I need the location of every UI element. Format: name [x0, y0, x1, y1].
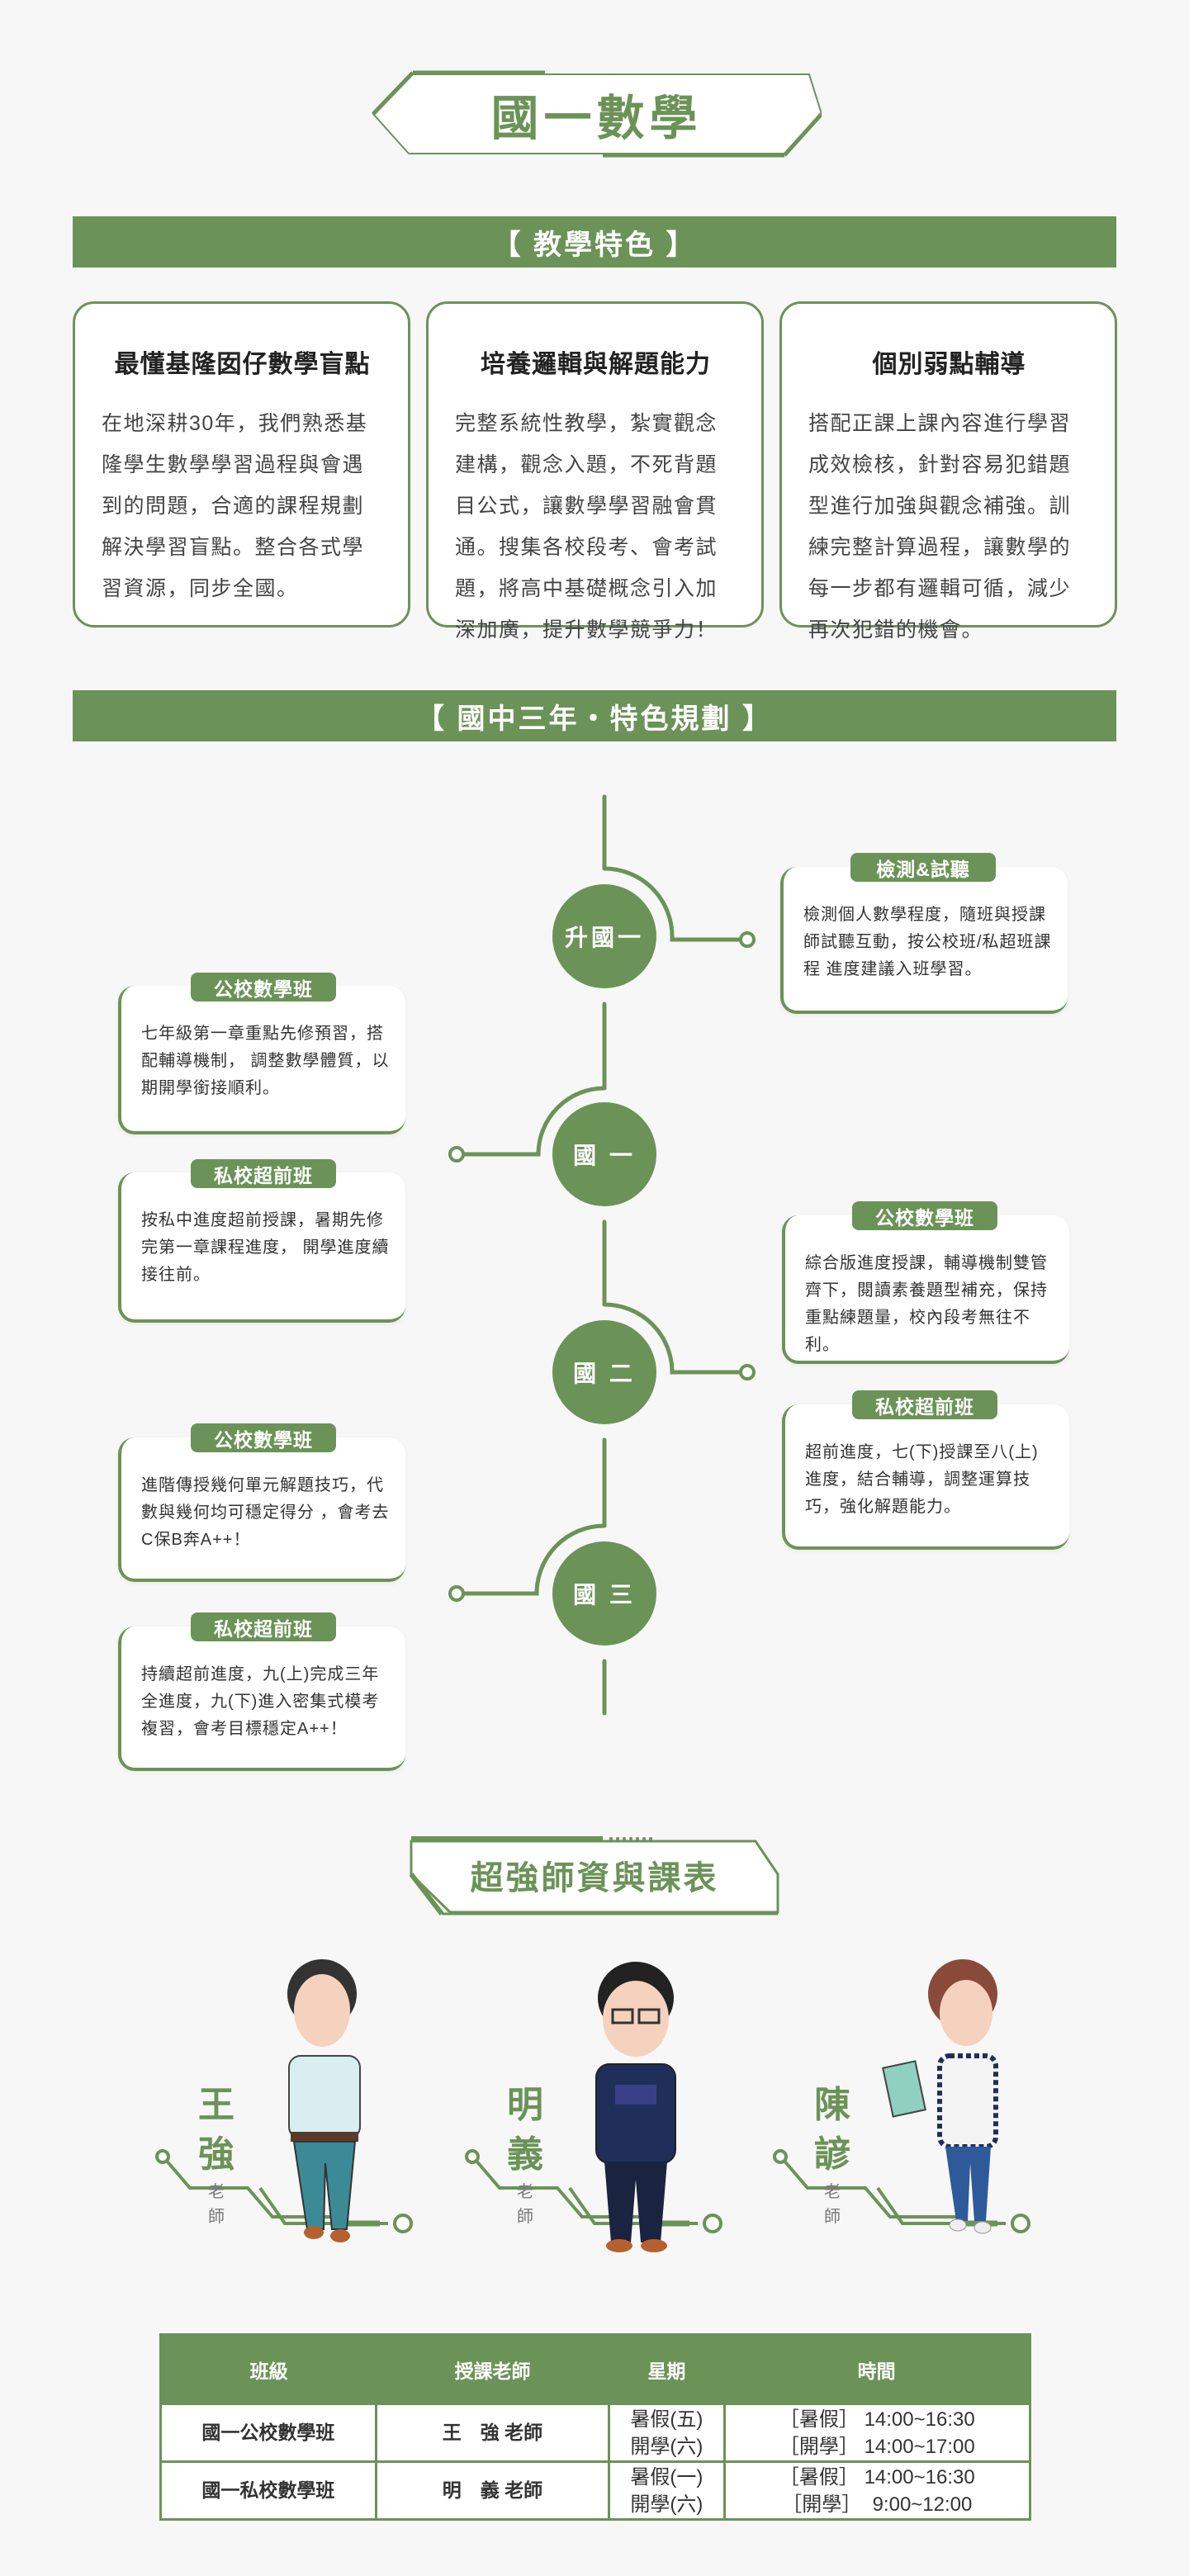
teacher-chen-figure	[882, 1959, 998, 2234]
teacher-ming-name: 明 義 老 師	[500, 2081, 550, 2229]
time-line: ［暑假］ 14:00~16:30	[779, 2408, 975, 2431]
plan-card: 超前進度，七(下)授課至八(上)進度，結合輔導，調整運算技巧，強化解題能力。	[782, 1404, 1069, 1550]
time-cell: ［暑假］ 14:00~16:30 ［開學］ 14:00~17:00	[722, 2403, 1032, 2463]
teacher-cell: 明 義 老師	[374, 2460, 611, 2521]
time-line: ［開學］ 14:00~17:00	[779, 2435, 975, 2458]
column-header: 班級	[160, 2334, 377, 2404]
schedule-table: 班級 授課老師 星期 時間 國一公校數學班 王 強 老師 暑假(五) 開學(六) …	[159, 2333, 1032, 2521]
plan-card-label: 私校超前班	[191, 1159, 336, 1188]
day-cell: 暑假(五) 開學(六)	[608, 2403, 726, 2463]
day-line: 暑假(五)	[630, 2408, 703, 2431]
connector-dot	[739, 931, 756, 948]
feature-card-title: 培養邏輯與解題能力	[481, 351, 711, 378]
plan-card-label: 公校數學班	[191, 1423, 336, 1452]
connector-dot	[739, 1364, 756, 1380]
feature-card: 培養邏輯與解題能力 完整系統性教學，紮實觀念建構，觀念入題，不死背題目公式，讓數…	[426, 301, 764, 642]
feature-card-body: 搭配正課上課內容進行學習成效檢核，針對容易犯錯題型進行加強與觀念補強。訓練完整計…	[808, 412, 1072, 642]
feature-card: 最懂基隆囡仔數學盲點 在地深耕30年，我們熟悉基隆學生數學學習過程與會遇到的問題…	[73, 301, 410, 627]
plan-card-body: 超前進度，七(下)授課至八(上)進度，結合輔導，調整運算技巧，強化解題能力。	[805, 1443, 1039, 1516]
plan-card-body: 按私中進度超前授課，暑期先修完第一章課程進度， 開學進度續接往前。	[141, 1211, 390, 1284]
page-title-frame: 國一數學	[372, 68, 822, 160]
plan-card-label: 檢測&試聽	[850, 853, 996, 882]
day-line: 暑假(一)	[630, 2465, 703, 2488]
class-cell: 國一私校數學班	[159, 2460, 377, 2521]
plan-card: 檢測個人數學程度，隨班與授課師試聽互動，按公校班/私超班課程 進度建議入班學習。	[780, 867, 1068, 1014]
plan-card-label: 公校數學班	[191, 973, 336, 1002]
feature-card: 個別弱點輔導 搭配正課上課內容進行學習成效檢核，針對容易犯錯題型進行加強與觀念補…	[779, 301, 1117, 642]
plan-card-body: 綜合版進度授課，輔導機制雙管齊下，閱讀素養題型補充，保持重點練題量，校內段考無往…	[805, 1254, 1048, 1354]
timeline-node-g9: 國 三	[552, 1541, 656, 1646]
day-line: 開學(六)	[630, 2493, 703, 2516]
teacher-title-char: 老	[208, 2183, 225, 2201]
teacher-wang-figure	[287, 1959, 361, 2242]
timeline-node-g7: 國 一	[552, 1102, 656, 1206]
plan-banner: 【 國中三年・特色規劃 】	[73, 690, 1116, 741]
circuit-decoration	[155, 2149, 1030, 2233]
plan-card: 進階傳授幾何單元解題技巧，代數與幾何均可穩定得分 ，會考去C保B奔A++！	[118, 1437, 405, 1582]
column-header: 星期	[609, 2334, 725, 2404]
heading-frame-decoration	[409, 1836, 779, 1915]
teacher-title-char: 師	[824, 2208, 841, 2226]
plan-card-label: 私校超前班	[191, 1612, 336, 1641]
teacher-cell: 王 強 老師	[374, 2403, 611, 2463]
plan-card-body: 檢測個人數學程度，隨班與授課師試聽互動，按公校班/私超班課程 進度建議入班學習。	[803, 906, 1052, 978]
teacher-title-char: 老	[824, 2183, 841, 2201]
teacher-title-char: 師	[208, 2208, 225, 2226]
column-header: 授課老師	[376, 2334, 609, 2404]
connector-dot	[448, 1585, 465, 1602]
teachers-heading-frame: 超強師資與課表	[409, 1835, 780, 1915]
page-title: 國一數學	[490, 92, 703, 145]
plan-card-label: 私校超前班	[852, 1390, 997, 1419]
teacher-name-char: 強	[198, 2134, 234, 2175]
feature-card-title: 最懂基隆囡仔數學盲點	[114, 351, 371, 378]
table-header-row: 班級 授課老師 星期 時間	[160, 2334, 1030, 2404]
timeline-node-pre-g7: 升國一	[552, 884, 656, 988]
day-cell: 暑假(一) 開學(六)	[608, 2460, 726, 2521]
timeline-lines	[448, 794, 756, 1716]
teacher-name-char: 陳	[814, 2085, 850, 2125]
plan-card: 按私中進度超前授課，暑期先修完第一章課程進度， 開學進度續接往前。	[118, 1172, 405, 1323]
teacher-name-char: 諺	[814, 2134, 850, 2175]
table-row: 國一私校數學班 明 義 老師 暑假(一) 開學(六) ［暑假］ 14:00~16:…	[159, 2460, 1032, 2521]
teacher-ming-figure	[595, 1962, 676, 2252]
feature-card-title: 個別弱點輔導	[872, 351, 1026, 378]
plan-card-body: 持續超前進度，九(上)完成三年全進度，九(下)進入密集式模考複習，會考目標穩定A…	[141, 1665, 380, 1738]
timeline-node-g8: 國 二	[552, 1320, 656, 1424]
time-line: ［暑假］ 14:00~16:30	[779, 2465, 975, 2488]
time-cell: ［暑假］ 14:00~16:30 ［開學］ 9:00~12:00	[722, 2460, 1032, 2521]
plan-card: 綜合版進度授課，輔導機制雙管齊下，閱讀素養題型補充，保持重點練題量，校內段考無往…	[782, 1215, 1069, 1364]
teacher-wang-name: 王 強 老 師	[192, 2081, 241, 2229]
feature-card-body: 在地深耕30年，我們熟悉基隆學生數學學習過程與會遇到的問題，合適的課程規劃解決學…	[102, 412, 368, 600]
class-cell: 國一公校數學班	[159, 2403, 377, 2463]
teacher-illustrations	[155, 1959, 1030, 2252]
plan-card-body: 進階傳授幾何單元解題技巧，代數與幾何均可穩定得分 ，會考去C保B奔A++！	[141, 1476, 390, 1549]
column-header: 時間	[724, 2334, 1030, 2404]
time-line: ［開學］ 9:00~12:00	[782, 2493, 973, 2516]
plan-card-label: 公校數學班	[852, 1201, 997, 1230]
plan-card: 七年級第一章重點先修預習，搭配輔導機制， 調整數學體質，以期開學銜接順利。	[118, 986, 405, 1134]
plan-card: 持續超前進度，九(上)完成三年全進度，九(下)進入密集式模考複習，會考目標穩定A…	[118, 1627, 405, 1771]
teacher-title-char: 師	[517, 2208, 533, 2226]
connector-dot	[448, 1146, 465, 1163]
feature-card-body: 完整系統性教學，紮實觀念建構，觀念入題，不死背題目公式，讓數學學習融會貫通。搜集…	[455, 412, 718, 642]
teachers-heading: 超強師資與課表	[470, 1860, 719, 1896]
teacher-chen-name: 陳 諺 老 師	[808, 2081, 857, 2229]
teacher-name-char: 王	[198, 2085, 234, 2125]
teacher-name-char: 義	[507, 2134, 543, 2175]
teacher-title-char: 老	[517, 2183, 533, 2201]
day-line: 開學(六)	[630, 2435, 703, 2458]
plan-card-body: 七年級第一章重點先修預習，搭配輔導機制， 調整數學體質，以期開學銜接順利。	[141, 1025, 390, 1097]
teacher-name-char: 明	[507, 2085, 543, 2125]
table-row: 國一公校數學班 王 強 老師 暑假(五) 開學(六) ［暑假］ 14:00~16:…	[159, 2403, 1032, 2463]
hexagon-frame-decoration	[372, 70, 822, 158]
features-banner: 【 教學特色 】	[73, 216, 1116, 268]
